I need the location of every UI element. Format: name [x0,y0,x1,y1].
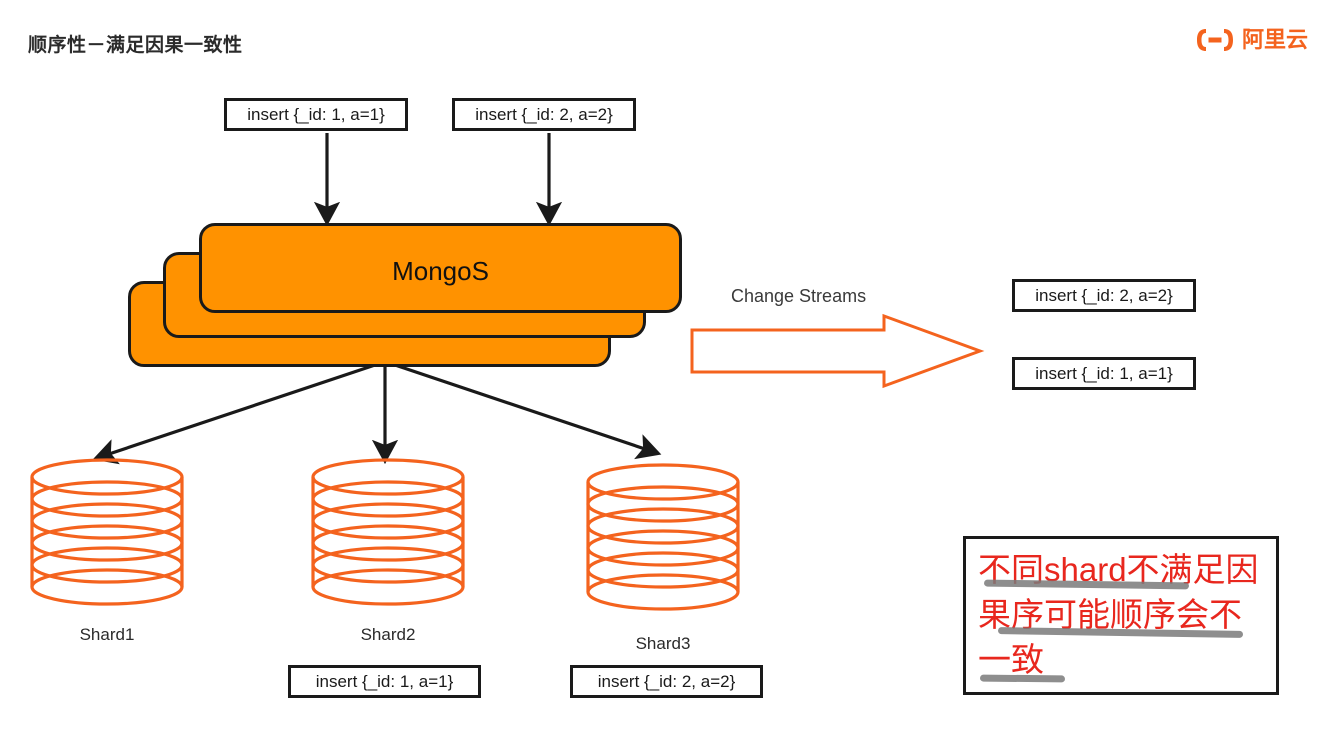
shard-2 [303,455,473,625]
block-arrow-right-icon [690,313,985,389]
annotation-line-2: 果序可能顺序会不 [978,596,1242,633]
annotation-line-3: 一致 [978,641,1044,678]
brand-logo: 阿里云 [1195,27,1308,53]
annotation-text: 不同shard不满足因 果序可能顺序会不 一致 [978,547,1270,682]
mongos-card-front [199,223,682,313]
shard-1 [22,455,192,625]
database-cylinder-icon [586,463,740,611]
change-streams-label: Change Streams [731,286,867,306]
input-op-2: insert {_id: 2, a=2} [452,98,636,131]
shard-1-label: Shard1 [79,625,135,644]
shard-3 [578,460,748,630]
mongos-label: MongoS [392,256,489,286]
page-title: 顺序性－满足因果一致性 [28,35,243,56]
annotation-box: 不同shard不满足因 果序可能顺序会不 一致 [963,536,1279,695]
shard-3-doc: insert {_id: 2, a=2} [570,665,763,698]
output-op-2: insert {_id: 1, a=1} [1012,357,1196,390]
shard-2-doc: insert {_id: 1, a=1} [288,665,481,698]
output-op-1: insert {_id: 2, a=2} [1012,279,1196,312]
shard-3-label: Shard3 [635,634,691,653]
alibaba-cloud-logo-icon [1195,27,1235,53]
input-op-1: insert {_id: 1, a=1} [224,98,408,131]
database-cylinder-icon [311,458,465,606]
underline-stroke-3 [979,674,1066,683]
shard-2-label: Shard2 [360,625,416,644]
brand-name: 阿里云 [1241,27,1308,52]
database-cylinder-icon [30,458,184,606]
